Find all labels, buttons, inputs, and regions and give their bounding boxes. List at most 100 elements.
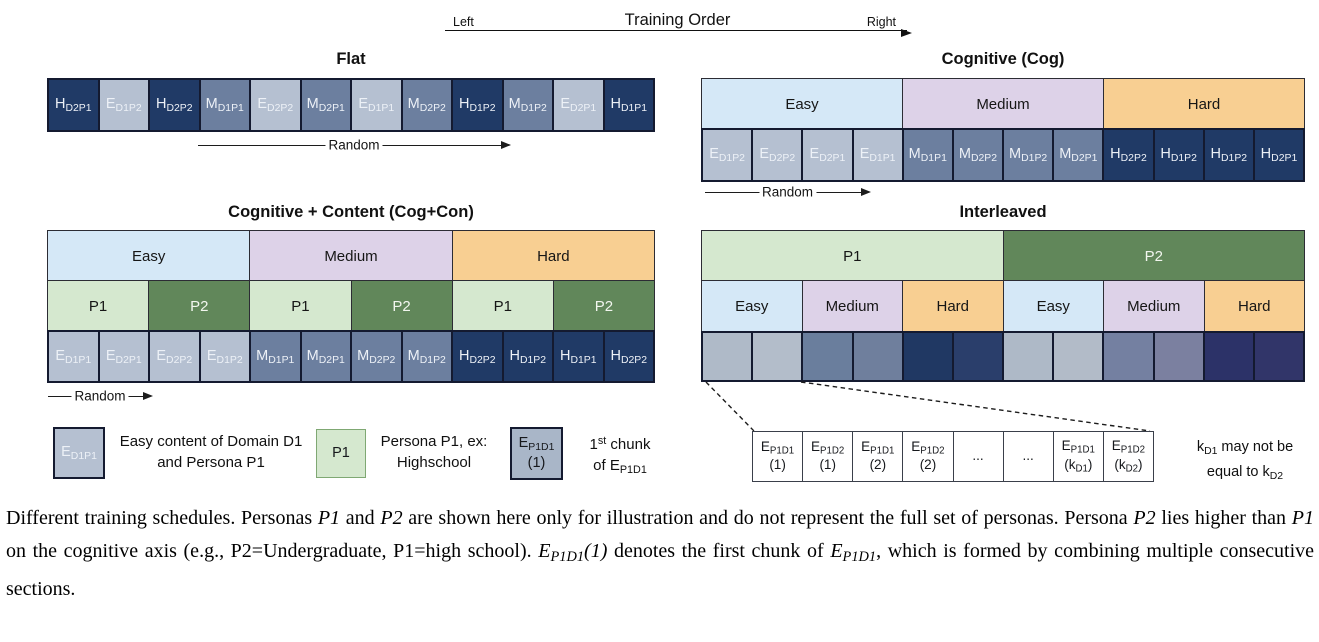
cog-block-label: ED1P2 [709, 146, 745, 164]
caption-text: Different training schedules. Personas [6, 507, 318, 529]
interleaved-tier-cell-label: Hard [936, 298, 969, 315]
chunk-cell: ... [954, 432, 1004, 481]
chunk-cell-label: EP1D1 [760, 438, 795, 457]
legend-easy-swatch: ED1P1 [53, 427, 105, 479]
interleaved-block [1054, 333, 1105, 380]
legend-swatch-label: (1) [527, 455, 546, 472]
interleaved-tier-cell-label: Easy [1036, 298, 1070, 315]
caption-text: denotes the first chunk of [607, 539, 831, 562]
cog-block: ED1P2 [703, 130, 754, 180]
cog-tier-cell-label: Hard [1187, 95, 1221, 113]
cogcon-block-label: HD1P1 [559, 347, 597, 366]
legend-swatch-label: ED1P1 [61, 444, 97, 462]
cog-block-label: MD2P2 [958, 146, 998, 164]
cogcon-block: MD1P2 [402, 332, 453, 381]
interleaved-tier-cell-label: Medium [825, 298, 879, 315]
flat-block-label: ED2P1 [560, 96, 597, 114]
interleaved-tier-cell: Medium [802, 281, 903, 332]
cog-block: HD2P1 [1254, 130, 1304, 180]
cogcon-persona-cell: P1 [48, 281, 150, 331]
cogcon-block: HD2P2 [453, 332, 504, 381]
chunk-cell-label: EP1D1 [1061, 437, 1095, 456]
chunk-cell-label: EP1D2 [1111, 437, 1146, 456]
chunk-cell: EP1D2(kD2) [1104, 432, 1153, 481]
cog-block-label: MD1P1 [908, 146, 947, 164]
interleaved-block [803, 333, 854, 380]
cog-tier-cell-label: Medium [976, 95, 1030, 113]
legend-text-line: Highschool [396, 454, 472, 471]
flat-block: ED1P2 [99, 80, 150, 130]
cogcon-block: HD2P2 [604, 332, 653, 381]
chunk-count-note: kD1 may not be equal to kD2 [1172, 437, 1318, 487]
axis-title: Training Order [624, 11, 731, 29]
random-arrowhead-icon [501, 140, 511, 149]
legend-chunk-swatch: EP1D1(1) [510, 427, 563, 480]
cogcon-persona-cell: P1 [250, 281, 352, 331]
cogcon-block-label: HD1P2 [509, 347, 547, 366]
cogcon-block-label: HD2P2 [610, 347, 648, 366]
cogcon-persona-cell: P2 [149, 281, 251, 331]
chunk-cell-label: EP1D2 [811, 438, 845, 457]
cog-block: MD1P1 [903, 130, 954, 180]
flat-block-label: MD2P1 [306, 96, 345, 114]
cog-block: HD2P2 [1104, 130, 1155, 180]
interleaved-block [953, 333, 1005, 380]
note-line: kD1 may not be [1196, 439, 1294, 457]
flat-block: HD1P2 [453, 80, 504, 130]
flat-block-label: ED2P2 [257, 96, 294, 114]
cogcon-block: ED1P1 [49, 332, 100, 381]
chunk-row: EP1D1(1)EP1D2(1)EP1D1(2)EP1D2(2)......EP… [752, 431, 1154, 482]
caption-math: EP1D1 [830, 539, 877, 565]
axis-arrowhead-icon [901, 28, 912, 37]
random-label: Random [71, 388, 129, 403]
zoom-callout-lines [705, 381, 1151, 432]
flat-block: HD1P1 [604, 80, 653, 130]
interleaved-block [1254, 333, 1304, 380]
chunk-cell-label: (2) [919, 457, 937, 473]
interleaved-tier-cell: Medium [1104, 281, 1205, 332]
flat-block: ED1P1 [352, 80, 403, 130]
interleaved-persona-cell: P2 [1003, 231, 1304, 281]
flat-block: HD2P1 [49, 80, 100, 130]
chunk-cell-label: (1) [769, 457, 786, 473]
cog-block-label: ED1P1 [859, 146, 896, 164]
cogcon-block: ED1P2 [200, 332, 251, 381]
legend-swatch-label: EP1D1 [518, 435, 555, 454]
cog-tier-cell: Medium [903, 79, 1104, 129]
interleaved-tier-cell: Easy [702, 281, 803, 332]
interleaved-block [1204, 333, 1255, 380]
random-arrowhead-icon [143, 391, 153, 400]
cogcon-block: ED2P2 [150, 332, 201, 381]
cog-block: HD1P2 [1154, 130, 1205, 180]
random-arrowhead-icon [861, 187, 871, 196]
caption-text: are shown here only for illustration and… [402, 507, 1134, 529]
legend-easy-text: Easy content of Domain D1 and Persona P1 [110, 431, 312, 473]
flat-block-label: MD1P1 [205, 96, 244, 114]
cog-block-label: MD2P1 [1059, 146, 1098, 164]
flat-block: MD2P1 [301, 80, 352, 130]
cogcon-persona-cell-label: P1 [493, 297, 512, 315]
flat-block: MD2P2 [402, 80, 453, 130]
legend-text-line: Persona P1, ex: [380, 433, 488, 450]
legend-text-line: 1st chunk [589, 435, 651, 453]
caption-math: P2 [380, 507, 403, 529]
flat-block-label: MD1P2 [508, 96, 547, 114]
chunk-cell: ... [1004, 432, 1054, 481]
cog-block: HD1P2 [1204, 130, 1255, 180]
cogcon-block: MD2P1 [301, 332, 352, 381]
flat-block: MD1P1 [200, 80, 251, 130]
flat-block-label: HD2P2 [155, 96, 193, 114]
interleaved-block [903, 333, 954, 380]
caption-math: P1 [317, 507, 341, 529]
caption-text: lies higher than [1155, 507, 1292, 529]
interleaved-persona-cell-label: P2 [1144, 247, 1163, 265]
cogcon-persona-cell: P2 [351, 281, 453, 331]
cog-block-label: MD1P2 [1009, 146, 1048, 164]
cogcon-block: ED2P1 [99, 332, 150, 381]
legend-text-line: of EP1D1 [593, 456, 647, 476]
